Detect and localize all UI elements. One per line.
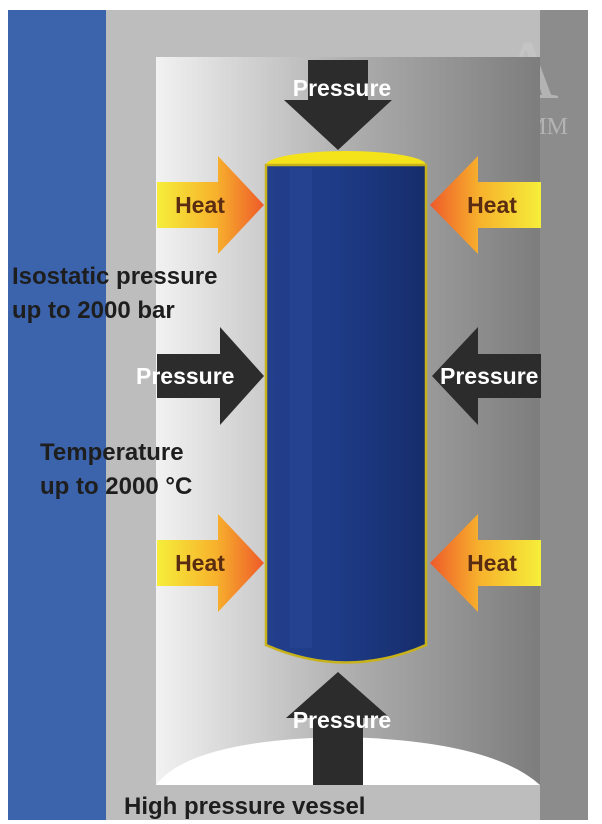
isostatic-label-line2: up to 2000 bar xyxy=(12,297,175,324)
temperature-label-line2: up to 2000 °C xyxy=(40,473,192,500)
pressure-arrow-top xyxy=(284,60,392,150)
heat-bottom-left-label: Heat xyxy=(175,550,225,576)
heat-top-left-label: Heat xyxy=(175,192,225,218)
vessel-caption: High pressure vessel xyxy=(124,793,365,820)
heat-bottom-right-label: Heat xyxy=(467,550,517,576)
pressure-arrow-right xyxy=(432,327,541,425)
temperature-label-line1: Temperature xyxy=(40,439,184,466)
heat-arrow-top-left xyxy=(157,156,264,254)
cylinder-body xyxy=(264,163,428,664)
isostatic-label-line1: Isostatic pressure xyxy=(12,263,217,290)
heat-arrow-bottom-left xyxy=(157,514,264,612)
cylinder-highlight xyxy=(290,168,312,648)
pressure-top-label: Pressure xyxy=(293,75,391,101)
blue-band xyxy=(8,10,106,820)
pressure-left-label: Pressure xyxy=(136,363,234,389)
pressure-arrow-bottom xyxy=(286,672,390,785)
vessel-wall-right xyxy=(540,10,588,820)
heat-arrow-top-right xyxy=(430,156,541,254)
pressure-bottom-label: Pressure xyxy=(293,707,391,733)
pressure-arrow-left xyxy=(157,327,264,425)
heat-top-right-label: Heat xyxy=(467,192,517,218)
heat-arrow-bottom-right xyxy=(430,514,541,612)
pressure-right-label: Pressure xyxy=(440,363,538,389)
